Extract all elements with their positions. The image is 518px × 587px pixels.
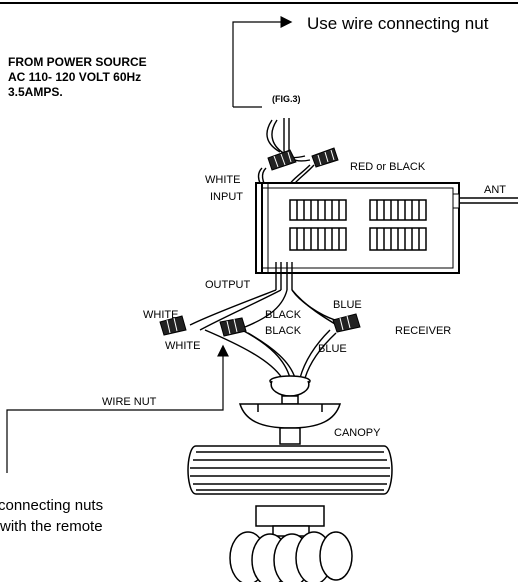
label-wire-nut: WIRE NUT xyxy=(102,396,157,408)
label-blue-bottom: BLUE xyxy=(318,343,347,355)
wire-nut-icon xyxy=(332,313,361,333)
label-red-or-black: RED or BLACK xyxy=(350,161,426,173)
top-callout-arrow xyxy=(232,16,293,108)
label-ant: ANT xyxy=(484,184,506,196)
label-black-top: BLACK xyxy=(265,309,302,321)
label-white-left: WHITE xyxy=(143,309,178,321)
receiver-grille xyxy=(289,199,427,251)
label-black-bottom: BLACK xyxy=(265,325,302,337)
label-white-input: WHITE xyxy=(205,174,240,186)
label-input: INPUT xyxy=(210,191,243,203)
fan-motor-housing xyxy=(187,445,393,495)
wire-nut-icon xyxy=(159,315,187,336)
power-source-line2: AC 110- 120 VOLT 60Hz xyxy=(8,70,141,84)
label-blue-top: BLUE xyxy=(333,299,362,311)
wire-nut-icon xyxy=(311,147,339,168)
top-note: Use wire connecting nut xyxy=(307,14,489,33)
label-receiver: RECEIVER xyxy=(395,325,451,337)
power-source-line3: 3.5AMPS. xyxy=(8,85,63,99)
output-wires xyxy=(189,262,341,379)
label-white-left2: WHITE xyxy=(165,340,200,352)
wire-nut-icon xyxy=(219,317,247,337)
fan-canopy xyxy=(238,375,342,445)
power-source-line1: FROM POWER SOURCE xyxy=(8,55,147,69)
bottom-note-line1: connecting nuts xyxy=(0,497,103,514)
wire-nut-callout-arrow xyxy=(6,344,229,473)
bottom-note-line2: with the remote xyxy=(0,518,103,535)
label-output: OUTPUT xyxy=(205,279,251,291)
wire-nut-icon xyxy=(267,149,297,171)
light-kit-icon xyxy=(229,505,353,587)
label-canopy: CANOPY xyxy=(334,427,381,439)
figure-label: (FIG.3) xyxy=(272,94,301,104)
